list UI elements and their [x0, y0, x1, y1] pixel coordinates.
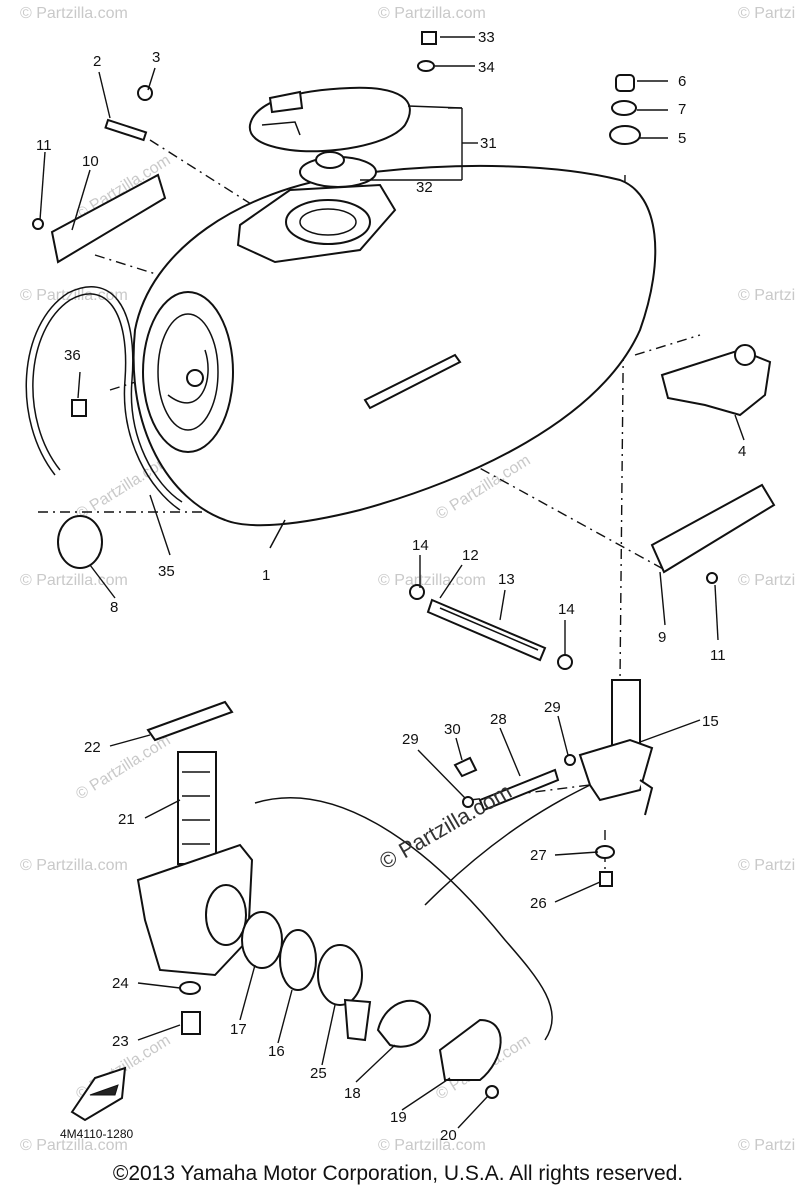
watermark: © Partzilla.com [378, 572, 486, 589]
fuel-cock-left [136, 751, 254, 977]
emblem-right [650, 483, 776, 584]
leader-lines [39, 36, 745, 1129]
callout-2: 2 [93, 53, 101, 70]
callout-12: 12 [462, 547, 479, 564]
front-arrow-badge [70, 1066, 127, 1122]
copyright-notice: ©2013 Yamaha Motor Corporation, U.S.A. A… [112, 1162, 684, 1185]
cover-plate [438, 1018, 502, 1081]
watermark: © Partzilla.com [378, 5, 486, 22]
callout-23: 23 [112, 1033, 129, 1050]
callout-25: 25 [310, 1065, 327, 1082]
packing [241, 911, 283, 969]
cap-screw [417, 31, 437, 72]
callout-4: 4 [738, 443, 746, 460]
emblem-left [32, 173, 167, 264]
callout-9: 9 [658, 629, 666, 646]
callout-35: 35 [158, 563, 175, 580]
callout-29b: 29 [544, 699, 561, 716]
cock-leader [254, 784, 591, 1041]
callout-24: 24 [112, 975, 129, 992]
o-ring [279, 929, 317, 991]
watermark: © Partzilla.com [20, 1137, 128, 1154]
callout-26: 26 [530, 895, 547, 912]
callout-18: 18 [344, 1085, 361, 1102]
callout-31: 31 [480, 135, 497, 152]
diagram-code: 4M4110-1280 [60, 1127, 133, 1141]
center-watermark: © Partzilla.com [375, 779, 516, 875]
fuel-pipe [409, 584, 573, 670]
fuel-cap [248, 86, 411, 153]
fuel-line [453, 754, 576, 812]
watermark: © Partzilla.com [738, 572, 796, 589]
callout-14b: 14 [558, 601, 575, 618]
watermark: © Partzilla.com [738, 5, 796, 22]
callout-7: 7 [678, 101, 686, 118]
wave-washer [376, 999, 432, 1048]
callout-11a: 11 [36, 137, 52, 154]
callout-16: 16 [268, 1043, 285, 1060]
callout-15: 15 [702, 713, 719, 730]
cap-gasket [299, 151, 377, 188]
watermark: © Partzilla.com [738, 1137, 796, 1154]
rear-mount [660, 344, 772, 417]
lever-body [317, 944, 363, 1006]
callout-36: 36 [64, 347, 81, 364]
callout-21: 21 [118, 811, 135, 828]
hose-clip [71, 399, 87, 417]
watermark: © Partzilla.com [378, 1137, 486, 1154]
watermark: © Partzilla.com [738, 857, 796, 874]
watermark: © Partzilla.com [20, 5, 128, 22]
callout-32: 32 [416, 179, 433, 196]
callout-20: 20 [440, 1127, 457, 1144]
fuel-cock-right [578, 679, 654, 887]
callout-10: 10 [82, 153, 99, 170]
tank-plug [57, 515, 103, 569]
callout-11b: 11 [710, 647, 726, 664]
callout-29a: 29 [402, 731, 419, 748]
callout-30: 30 [444, 721, 461, 738]
callout-34: 34 [478, 59, 495, 76]
cock-gasket [146, 700, 234, 742]
callout-14a: 14 [412, 537, 429, 554]
bolt [104, 85, 153, 142]
callout-19: 19 [390, 1109, 407, 1126]
callout-13: 13 [498, 571, 515, 588]
callout-27: 27 [530, 847, 547, 864]
callout-8: 8 [110, 599, 118, 616]
callout-33: 33 [478, 29, 495, 46]
callout-22: 22 [84, 739, 101, 756]
fuel-tank [132, 164, 657, 549]
drain-hose [25, 286, 183, 511]
drain-screw [179, 981, 201, 1035]
callout-3: 3 [152, 49, 160, 66]
cock-internals [241, 911, 502, 1099]
watermark: © Partzilla.com [20, 572, 128, 589]
tank-damper [609, 74, 641, 145]
callout-1: 1 [262, 567, 270, 584]
callout-5: 5 [678, 130, 686, 147]
callout-17: 17 [230, 1021, 247, 1038]
watermark: © Partzilla.com [738, 287, 796, 304]
callout-6: 6 [678, 73, 686, 90]
watermark: © Partzilla.com [20, 287, 128, 304]
watermark: © Partzilla.com [20, 857, 128, 874]
callout-labels: 1 2 3 4 5 6 7 8 9 10 11 11 12 13 14 14 1… [36, 29, 746, 1144]
callout-28: 28 [490, 711, 507, 728]
